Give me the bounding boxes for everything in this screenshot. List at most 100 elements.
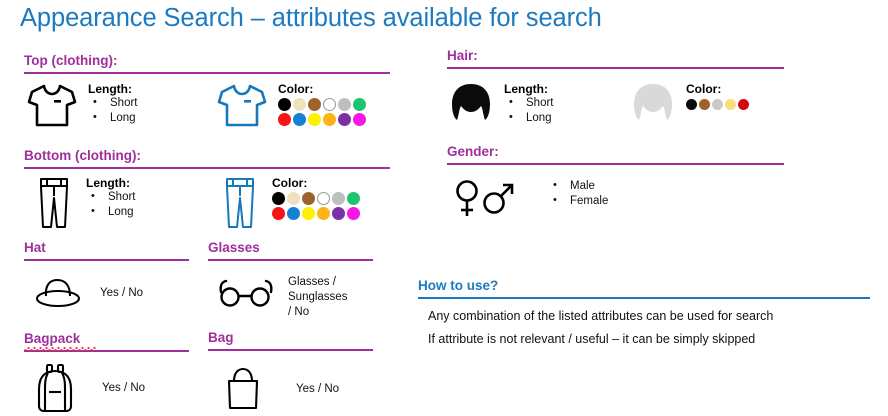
section-heading-gender: Gender: [447,144,499,159]
divider [24,259,189,261]
color-swatch-grid-top [278,98,366,126]
glasses-value-line: / No [288,306,310,318]
bottom-clothing-length-block: Length: Short Long [86,176,136,220]
how-to-use-line: Any combination of the listed attributes… [428,309,774,323]
pants-outline-black-icon [34,176,74,230]
swatch-gray[interactable] [332,192,345,205]
spellcheck-underline [24,347,96,351]
swatch-orange[interactable] [317,207,330,220]
bag-group: Yes / No [222,366,339,412]
top-clothing-length-block: Length: Short Long [88,82,138,126]
how-to-use-line: If attribute is not relevant / useful – … [428,332,756,346]
swatch-purple[interactable] [338,113,351,126]
hair-gray-icon [630,82,676,124]
divider [24,167,390,169]
swatch-red[interactable] [272,207,285,220]
section-gender: Gender: [447,144,784,165]
gender-options-block: Male Female [548,176,608,209]
backpack-group: Yes / No [34,362,145,414]
swatch-white[interactable] [323,98,336,111]
swatch-row-1 [278,98,366,111]
swatch-magenta[interactable] [353,113,366,126]
section-heading-glasses: Glasses [208,240,260,255]
section-heading-bag: Bag [208,330,234,345]
swatch-orange[interactable] [323,113,336,126]
swatch-black[interactable] [686,99,697,110]
list-item: Short [86,189,136,205]
swatch-brown[interactable] [308,98,321,111]
page-title: Appearance Search – attributes available… [20,4,602,32]
bottom-clothing-length-group: Length: Short Long [34,176,136,230]
swatch-blonde[interactable] [725,99,736,110]
bottom-clothing-color-group: Color: [220,176,360,230]
swatch-blue[interactable] [293,113,306,126]
section-top-clothing: Top (clothing): [24,53,390,74]
color-label: Color: [272,176,308,190]
color-label: Color: [278,82,314,96]
swatch-row-2 [278,113,366,126]
swatch-yellow[interactable] [302,207,315,220]
glasses-value-block: Glasses / Sunglasses / No [288,275,347,320]
venus-mars-icon [452,177,518,221]
list-item: Long [88,110,138,126]
glasses-group: Glasses / Sunglasses / No [216,275,347,320]
section-heading-how-to-use: How to use? [418,278,499,293]
swatch-red[interactable] [278,113,291,126]
swatch-green[interactable] [353,98,366,111]
section-heading-hat: Hat [24,240,46,255]
top-clothing-color-group: Color: [216,82,366,128]
list-item: Long [86,204,136,220]
list-item: Long [504,110,554,126]
swatch-yellow[interactable] [308,113,321,126]
section-bottom-clothing: Bottom (clothing): [24,148,390,169]
color-swatch-grid-bottom [272,192,360,220]
bag-value: Yes / No [296,382,340,395]
bottom-clothing-color-block: Color: [272,176,360,220]
length-label: Length: [88,82,132,96]
length-options-list: Short Long [504,95,554,126]
divider [447,67,784,69]
swatch-green[interactable] [347,192,360,205]
divider [447,163,784,165]
list-item: Female [548,193,608,209]
swatch-beige[interactable] [287,192,300,205]
swatch-brown[interactable] [302,192,315,205]
swatch-black[interactable] [278,98,291,111]
tshirt-outline-blue-icon [216,82,268,128]
swatch-gray[interactable] [712,99,723,110]
hair-length-block: Length: Short Long [504,82,554,126]
pants-outline-blue-icon [220,176,260,230]
backpack-value: Yes / No [102,381,146,394]
gender-options-list: Male Female [548,178,608,209]
hair-length-group: Length: Short Long [448,82,554,126]
hair-swatch-row [686,99,749,110]
section-heading-hair: Hair: [447,48,478,63]
swatch-brown[interactable] [699,99,710,110]
top-clothing-length-group: Length: Short Long [26,82,138,128]
swatch-beige[interactable] [293,98,306,111]
section-heading-backpack: Bagpack [24,331,81,346]
section-how-to-use: How to use? [418,278,870,299]
swatch-red[interactable] [738,99,749,110]
swatch-white[interactable] [317,192,330,205]
swatch-row-2 [272,207,360,220]
length-label: Length: [504,82,548,96]
top-clothing-color-block: Color: [278,82,366,126]
swatch-magenta[interactable] [347,207,360,220]
swatch-black[interactable] [272,192,285,205]
divider [208,259,373,261]
swatch-gray[interactable] [338,98,351,111]
section-glasses: Glasses [208,240,373,261]
swatch-purple[interactable] [332,207,345,220]
hair-black-icon [448,82,494,124]
swatch-blue[interactable] [287,207,300,220]
section-hat: Hat [24,240,189,261]
list-item: Male [548,178,608,194]
glasses-icon [216,277,276,311]
list-item: Short [504,95,554,111]
gender-group: Male Female [452,176,608,221]
section-backpack: Bagpack [24,330,189,352]
length-options-list: Short Long [86,189,136,220]
divider [208,349,373,351]
